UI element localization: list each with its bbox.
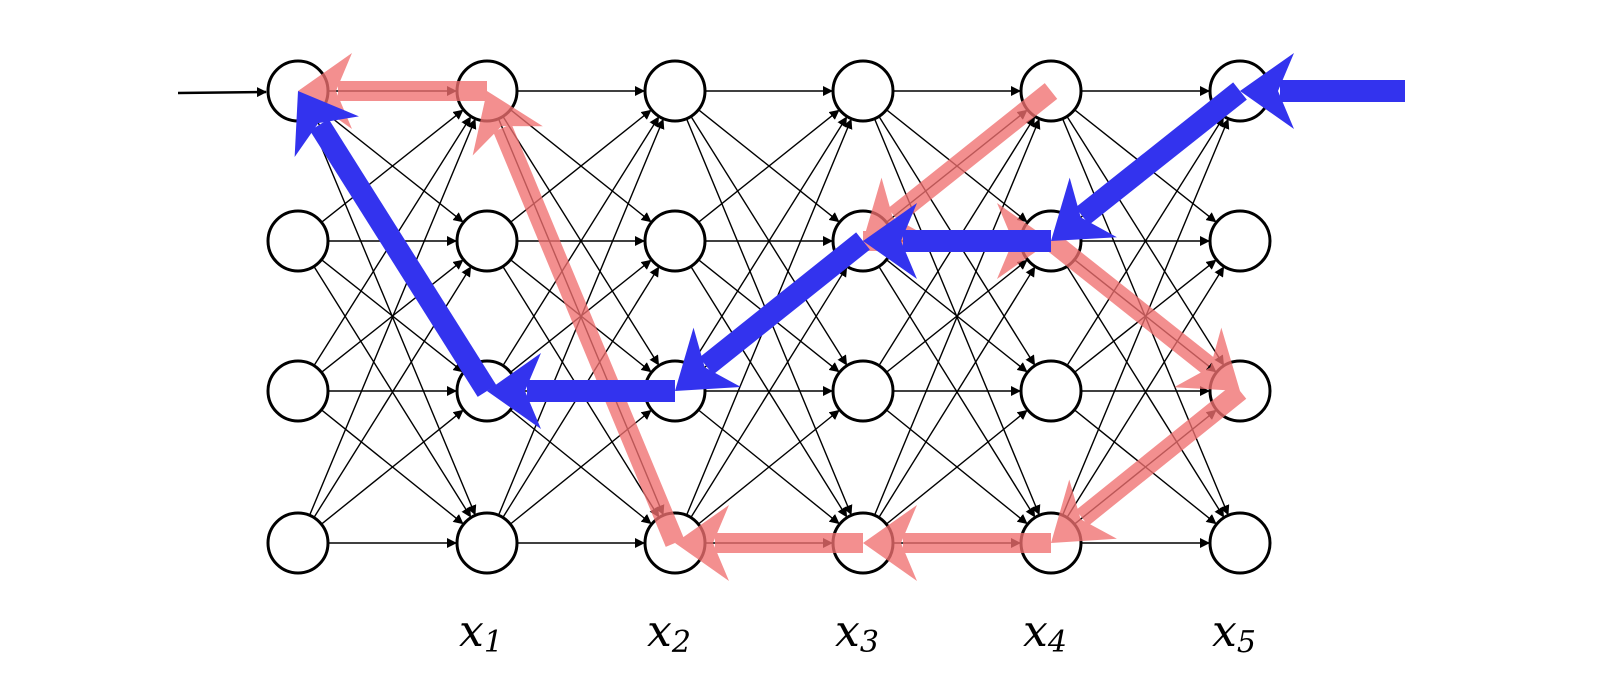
red-path-arrowhead — [863, 505, 917, 581]
trellis-node — [266, 511, 330, 575]
column-label-base: x — [1212, 606, 1237, 657]
edge — [878, 266, 1036, 518]
column-label-sub: 4 — [1047, 625, 1067, 660]
red-path-arrowhead — [1051, 479, 1117, 543]
column-label-base: x — [459, 606, 484, 657]
edge — [1066, 116, 1225, 366]
blue-path-arrowhead — [487, 353, 541, 429]
input-arrow — [177, 87, 267, 98]
red-path-segment — [888, 83, 1058, 224]
column-label-base: x — [835, 606, 860, 657]
column-label-sub: 5 — [1237, 625, 1256, 660]
edge — [690, 116, 848, 366]
edge — [308, 118, 477, 516]
trellis-node — [643, 59, 707, 123]
edge — [698, 109, 840, 223]
trellis-node — [455, 511, 519, 575]
column-label: x3 — [835, 606, 879, 660]
red-path-segment — [1075, 383, 1247, 526]
trellis-node — [831, 359, 895, 423]
column-label: x1 — [459, 606, 503, 660]
red-path-segment — [493, 124, 685, 547]
blue-path-segment — [310, 118, 497, 397]
trellis-node — [643, 209, 707, 273]
column-label-base: x — [1023, 606, 1048, 657]
red-path-arrowhead — [1174, 327, 1240, 391]
blue-path-segment — [1075, 82, 1247, 225]
trellis-node — [1208, 511, 1272, 575]
blue-path-arrowhead — [863, 203, 917, 279]
edge — [502, 116, 660, 366]
red-path-segment — [1044, 233, 1215, 374]
edge — [697, 409, 840, 525]
blue-path-arrowhead — [294, 91, 359, 157]
edge — [690, 266, 848, 518]
blue-path-arrowhead — [675, 327, 741, 391]
highlighted-paths — [294, 53, 1405, 581]
column-label: x2 — [647, 606, 691, 660]
blue-path-arrowhead — [1051, 177, 1117, 241]
red-path-arrowhead — [675, 505, 729, 581]
trellis-node — [266, 359, 330, 423]
column-label-sub: 3 — [860, 625, 879, 660]
blue-path — [294, 53, 1405, 429]
blue-path-arrowhead — [1240, 53, 1294, 129]
edge — [321, 109, 464, 223]
trellis-node — [1208, 209, 1272, 273]
trellis-node — [831, 59, 895, 123]
column-label-sub: 1 — [484, 625, 503, 660]
blue-path-segment — [699, 232, 870, 375]
edge — [873, 118, 1041, 516]
edge — [320, 409, 464, 525]
trellis-node — [266, 209, 330, 273]
column-label: x5 — [1212, 606, 1256, 660]
red-path-arrowhead — [863, 177, 929, 241]
trellis-node — [455, 209, 519, 273]
column-label-sub: 2 — [671, 625, 691, 660]
trellis-node — [1019, 359, 1083, 423]
column-label-base: x — [647, 606, 672, 657]
column-label: x4 — [1023, 606, 1067, 660]
edge — [1066, 266, 1225, 518]
red-path-arrowhead — [472, 91, 543, 156]
edge — [885, 409, 1028, 525]
